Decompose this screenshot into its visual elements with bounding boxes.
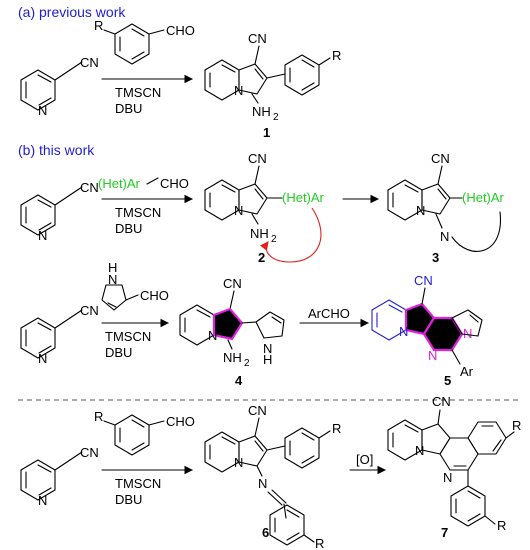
cho-label: CHO — [166, 23, 195, 38]
nh2-subscript: 2 — [244, 358, 250, 369]
benzaldehyde-a — [114, 23, 150, 65]
compound-7-label: 7 — [441, 525, 448, 540]
n-label: N — [208, 328, 217, 343]
benzaldehyde-c — [114, 414, 150, 456]
nh2-subscript: 2 — [273, 112, 279, 123]
dbu-label: DBU — [115, 221, 142, 236]
cn-label: CN — [80, 445, 99, 460]
pyrrole-ring-7 — [421, 423, 451, 455]
pyridylacetonitrile-b2 — [20, 309, 83, 359]
compound-2-label: 2 — [258, 250, 265, 265]
n-label: N — [399, 324, 408, 339]
cn-label: CN — [223, 276, 242, 291]
compound-3-label: 3 — [432, 250, 439, 265]
tmscn-label: TMSCN — [115, 476, 161, 491]
cho-label: CHO — [140, 288, 169, 303]
cn-label: CN — [80, 55, 99, 70]
cn-label: CN — [414, 273, 433, 288]
n-label: N — [443, 470, 452, 485]
section-a-title: (a) previous work — [18, 4, 126, 20]
highlight-ring-4 — [212, 307, 244, 341]
r-label: R — [497, 518, 506, 533]
cn-label: CN — [248, 151, 267, 166]
n-label: N — [108, 272, 117, 287]
dbu-label: DBU — [115, 492, 142, 507]
n-label: N — [38, 493, 47, 508]
compound-1-label: 1 — [263, 125, 270, 140]
n-label: N — [234, 455, 243, 470]
aryl-ring-7 — [450, 485, 486, 527]
r-label: R — [94, 18, 103, 33]
pyrrole-ring-5 — [451, 309, 483, 337]
pyrrole-ring-4 — [255, 311, 285, 339]
n-label: N — [38, 103, 47, 118]
n-label: N — [463, 326, 472, 341]
het-ar-group: (Het)Ar — [282, 190, 325, 205]
pyridylacetonitrile-b1 — [20, 186, 83, 236]
aryl-ring-6 — [284, 427, 320, 469]
pyrrole-reagent — [101, 284, 127, 311]
het-ar-reagent: (Het)Ar — [98, 176, 141, 191]
r-label: R — [332, 48, 341, 63]
h-label: H — [108, 260, 117, 275]
nh2-label: NH — [252, 104, 271, 119]
r-label: R — [315, 536, 324, 550]
cn-label: CN — [432, 394, 451, 409]
n-label: N — [416, 203, 425, 218]
n-label: N — [415, 443, 424, 458]
aryl-ring-6b — [269, 504, 305, 546]
imine-n-label: N — [258, 476, 267, 491]
section-b-title: (b) this work — [18, 142, 95, 158]
aryl-ring-1 — [284, 54, 320, 96]
n-label: N — [440, 229, 449, 244]
archo-label: ArCHO — [308, 306, 350, 321]
cn-label: CN — [80, 180, 99, 195]
n-label: N — [38, 351, 47, 366]
n-label: N — [234, 203, 243, 218]
pyridylacetonitrile-c — [20, 451, 83, 501]
cn-label: CN — [248, 31, 267, 46]
pyridylacetonitrile-a — [20, 61, 83, 111]
dbu-label: DBU — [115, 101, 142, 116]
benzo-ring-7 — [467, 421, 507, 455]
pyridine-fused-7 — [439, 437, 479, 471]
nh2-label: NH — [223, 350, 242, 365]
dbu-label: DBU — [105, 345, 132, 360]
n-label: N — [38, 228, 47, 243]
nh2-subscript: 2 — [271, 234, 277, 245]
nh2-label: NH — [250, 226, 269, 241]
oxidation-label: [O] — [356, 452, 373, 467]
cho-label: CHO — [166, 414, 195, 429]
compound-5-label: 5 — [444, 373, 451, 388]
compound-4-label: 4 — [235, 373, 243, 388]
cn-label: CN — [431, 151, 450, 166]
n-label: N — [234, 83, 243, 98]
cyclization-arrow — [259, 207, 322, 263]
het-ar-group: (Het)Ar — [462, 190, 505, 205]
ar-label: Ar — [460, 364, 474, 379]
n-label: N — [263, 341, 272, 356]
n-label: N — [428, 348, 437, 363]
tmscn-label: TMSCN — [115, 205, 161, 220]
cn-label: CN — [248, 403, 267, 418]
cn-label: CN — [80, 303, 99, 318]
tmscn-label: TMSCN — [115, 85, 161, 100]
r-label: R — [94, 409, 103, 424]
ring-link — [451, 211, 501, 252]
cho-label: CHO — [160, 176, 189, 191]
r-label: R — [332, 421, 341, 436]
r-label: R — [512, 418, 521, 433]
compound-6-label: 6 — [262, 525, 269, 540]
tmscn-label: TMSCN — [105, 329, 151, 344]
h-label: H — [263, 352, 272, 367]
